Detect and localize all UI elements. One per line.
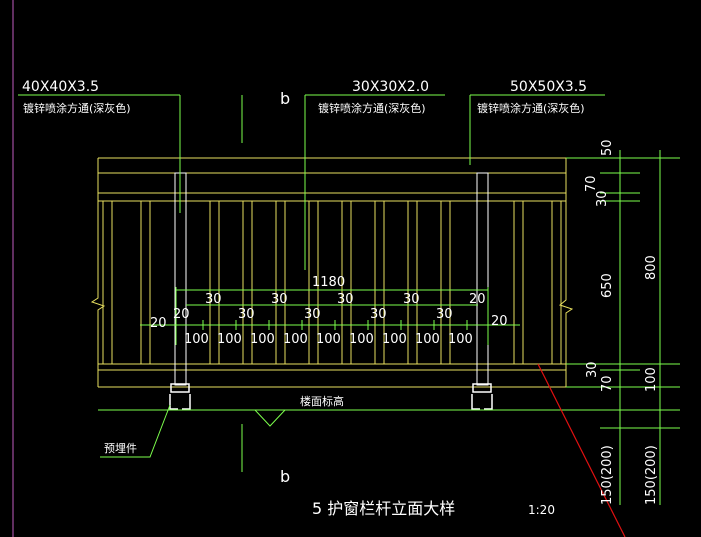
dim-spacing: 100 xyxy=(448,332,473,347)
callout-desc-2: 镀锌喷涂方通(深灰色) xyxy=(318,101,426,115)
dimension-texts-horizontal: 1180 30 30 30 30 20 20 30 30 30 30 20 20… xyxy=(150,275,508,347)
vertical-dimension-lines xyxy=(566,150,680,505)
callout-spec-2: 30X30X2.0 xyxy=(352,79,429,95)
dim-vert: 650 xyxy=(600,273,615,298)
dim-spacing: 100 xyxy=(349,332,374,347)
dim-small-top: 30 xyxy=(271,292,288,307)
callout-desc-1: 镀锌喷涂方通(深灰色) xyxy=(23,101,131,115)
dim-vert-outer: 100 xyxy=(644,367,659,392)
dim-vert: 70 xyxy=(584,175,599,192)
dim-vert-outer: 800 xyxy=(644,255,659,280)
dim-bottom: 150(200) xyxy=(644,445,659,505)
anchor-leader xyxy=(100,404,171,458)
dim-spacing: 100 xyxy=(415,332,440,347)
dim-small-top: 30 xyxy=(205,292,222,307)
dim-small-mid: 30 xyxy=(304,307,321,322)
dim-vert: 30 xyxy=(595,190,610,207)
dim-small-mid: 30 xyxy=(370,307,387,322)
floor-level-line xyxy=(98,409,680,427)
embedded-part-label: 预埋件 xyxy=(104,442,137,455)
callout-desc-3: 镀锌喷涂方通(深灰色) xyxy=(477,101,585,115)
callout-spec-3: 50X50X3.5 xyxy=(510,79,587,95)
callout-leaders xyxy=(18,94,605,472)
dim-small-mid: 30 xyxy=(238,307,255,322)
dim-overall: 1180 xyxy=(312,275,345,290)
dim-edge-left: 20 xyxy=(150,316,167,331)
dim-small-mid: 20 xyxy=(173,307,190,322)
dim-small-top: 30 xyxy=(403,292,420,307)
balusters xyxy=(140,201,524,364)
callout-spec-1: 40X40X3.5 xyxy=(22,79,99,95)
dim-spacing: 100 xyxy=(382,332,407,347)
dim-small-top: 20 xyxy=(469,292,486,307)
dim-small-top: 30 xyxy=(337,292,354,307)
floor-level-label: 楼面标高 xyxy=(300,394,344,408)
dim-small-mid: 30 xyxy=(436,307,453,322)
dim-vert: 30 xyxy=(585,361,600,378)
section-mark-top: b xyxy=(280,89,290,108)
dim-spacing: 100 xyxy=(283,332,308,347)
dim-spacing: 100 xyxy=(184,332,209,347)
dim-vert: 50 xyxy=(600,139,615,156)
section-cut-line xyxy=(537,363,626,537)
drawing-scale: 1:20 xyxy=(528,503,555,517)
railing-frame xyxy=(90,157,574,388)
dim-spacing: 100 xyxy=(250,332,275,347)
dim-vert: 70 xyxy=(600,375,615,392)
dim-edge-right: 20 xyxy=(491,314,508,329)
dim-spacing: 100 xyxy=(217,332,242,347)
callout-specs: 40X40X3.5 镀锌喷涂方通(深灰色) 30X30X2.0 镀锌喷涂方通(深… xyxy=(22,79,587,115)
horizontal-dimension-lines xyxy=(140,287,520,345)
drawing-title: 5 护窗栏杆立面大样 xyxy=(312,499,455,518)
dimension-texts-vertical: 50 70 30 650 30 70 800 100 150(200) 150(… xyxy=(584,139,659,505)
section-mark-bottom: b xyxy=(280,467,290,486)
embedded-anchors xyxy=(169,383,493,410)
dim-spacing: 100 xyxy=(316,332,341,347)
dim-bottom: 150(200) xyxy=(600,445,615,505)
